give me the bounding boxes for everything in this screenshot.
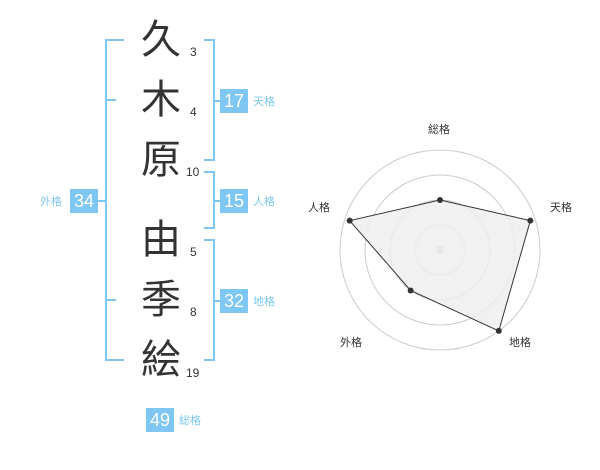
jinkaku-label: 人格 xyxy=(253,195,275,208)
stroke-count-5: 8 xyxy=(190,305,197,319)
radar-point-2 xyxy=(527,217,534,224)
radar-point-3 xyxy=(495,327,502,334)
radar-axis-label-jinkaku: 人格 xyxy=(308,201,330,214)
gaikaku-value: 34 xyxy=(70,189,98,213)
chikaku-value: 32 xyxy=(220,289,248,313)
radar-point-4 xyxy=(407,287,414,294)
stroke-count-3: 10 xyxy=(186,165,200,179)
jinkaku-value: 15 xyxy=(220,189,248,213)
tenkaku-value: 17 xyxy=(220,89,248,113)
radar-axis-label-chikaku: 地格 xyxy=(509,336,531,349)
radar-axis-label-soukaku: 総格 xyxy=(428,123,450,136)
soukaku-label: 総格 xyxy=(179,414,201,427)
name-char-1: 久 xyxy=(141,17,181,63)
stroke-count-4: 5 xyxy=(190,245,197,259)
stroke-count-1: 3 xyxy=(190,45,197,59)
gaikaku-label: 外格 xyxy=(40,195,62,208)
chikaku-label: 地格 xyxy=(253,295,275,308)
name-char-2: 木 xyxy=(141,77,181,123)
stroke-count-2: 4 xyxy=(190,105,197,119)
radar-axis-label-tenkaku: 天格 xyxy=(550,201,572,214)
tenkaku-label: 天格 xyxy=(253,95,275,108)
name-char-3: 原 xyxy=(141,137,181,183)
stroke-count-6: 19 xyxy=(186,366,200,380)
name-char-4: 由 xyxy=(141,217,181,263)
name-char-6: 絵 xyxy=(141,337,181,383)
name-char-5: 季 xyxy=(141,277,181,323)
radar-grid-ring-4 xyxy=(339,149,541,351)
radar-polygon xyxy=(348,199,531,332)
soukaku-value: 49 xyxy=(146,408,174,432)
radar-point-5 xyxy=(346,217,353,224)
radar-point-1 xyxy=(437,197,443,203)
radar-axis-label-gaikaku: 外格 xyxy=(340,336,362,349)
